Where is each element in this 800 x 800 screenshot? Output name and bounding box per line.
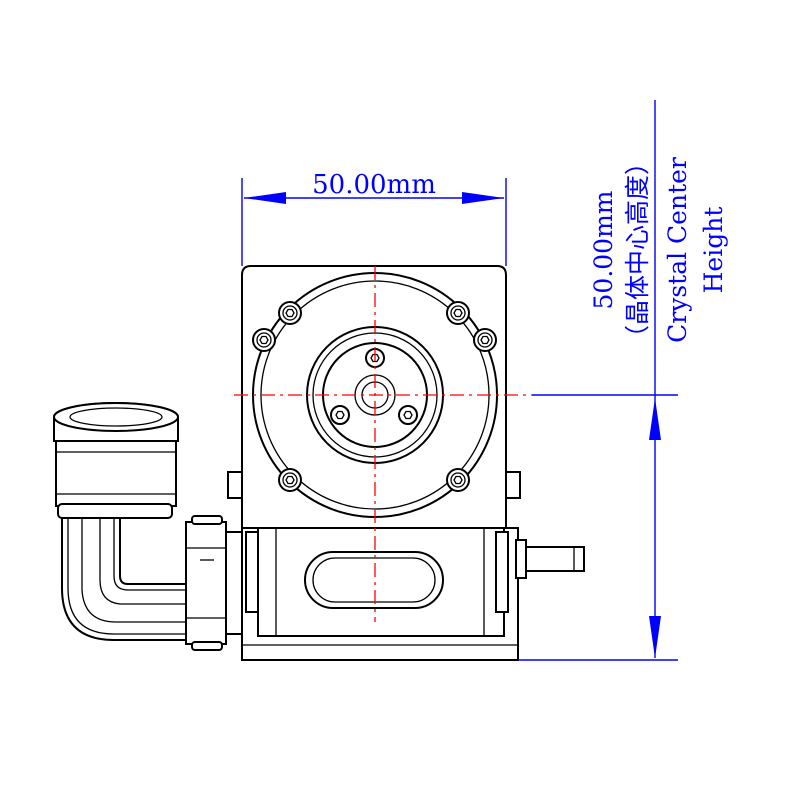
height-value-label: 50.00mm <box>589 190 618 309</box>
height-chinese-label: （晶体中心高度） <box>623 150 652 350</box>
height-english-line2: Height <box>699 207 728 294</box>
hex-screw-icon <box>398 405 418 425</box>
adjust-shaft <box>515 539 585 579</box>
inner-screw-icons <box>330 348 418 425</box>
hex-screw-icon <box>278 468 302 492</box>
hex-screw-icon <box>278 301 302 325</box>
hex-screw-icon <box>252 328 276 352</box>
hex-screw-icon <box>473 328 497 352</box>
hex-screw-icon <box>446 468 470 492</box>
disk-screw-icons <box>252 301 497 492</box>
width-dimension: 50.00mm <box>241 170 507 266</box>
hex-screw-icon <box>446 301 470 325</box>
center-lines <box>234 266 532 622</box>
elbow-fitting <box>53 402 243 651</box>
height-dimension: 50.00mm （晶体中心高度） Crystal Center Height <box>518 100 728 661</box>
height-english-line1: Crystal Center <box>663 157 692 343</box>
base-block <box>241 527 519 661</box>
width-label: 50.00mm <box>312 170 436 200</box>
hex-screw-icon <box>330 405 350 425</box>
